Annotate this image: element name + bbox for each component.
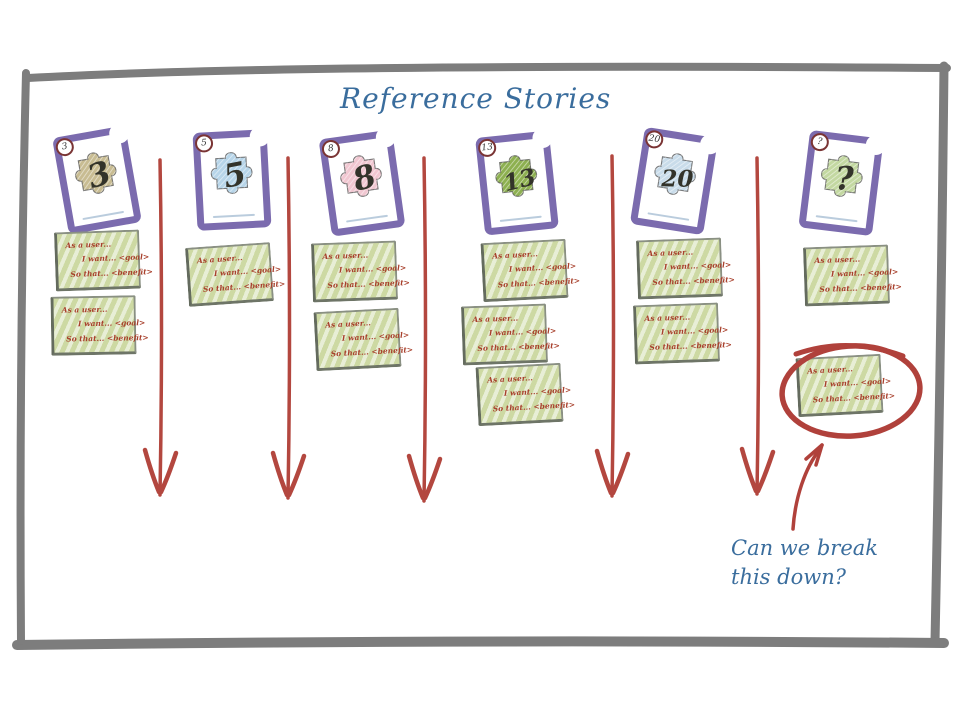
user-story-sticky-note: As a user... I want... <goal> So that...… (632, 302, 733, 365)
note-line-so-that: So that... <benefit> (492, 400, 576, 414)
note-line-i-want: I want... <goal> (77, 318, 146, 329)
note-line-so-that: So that... <benefit> (649, 340, 733, 352)
puzzle-piece-icon (210, 152, 253, 194)
card-corner-notch (107, 121, 131, 146)
user-story-sticky-note: As a user... I want... <goal> So that...… (50, 295, 149, 356)
note-line-i-want: I want... <goal> (488, 326, 557, 338)
puzzle-piece-icon (821, 155, 863, 197)
user-story-sticky-note: As a user... I want... <goal> So that...… (185, 242, 286, 307)
note-line-so-that: So that... <benefit> (477, 341, 561, 353)
planning-poker-card: 8 8 (318, 125, 406, 237)
annotation-note: Can we break this down? (731, 534, 878, 592)
puzzle-piece-icon (75, 152, 117, 194)
card-footer-text (499, 215, 542, 222)
note-line-so-that: So that... <benefit> (497, 276, 581, 290)
user-story-sticky-note: As a user... I want... <goal> So that...… (635, 237, 736, 300)
puzzle-piece-icon (495, 155, 538, 197)
planning-poker-card: 3 3 (52, 121, 142, 235)
note-line-so-that: So that... <benefit> (652, 275, 736, 287)
user-story-sticky-note: As a user... I want... <goal> So that...… (53, 229, 154, 292)
user-story-sticky-note: As a user... I want... <goal> So that...… (480, 238, 581, 303)
puzzle-number: 20 (661, 165, 694, 193)
user-story-sticky-note: As a user... I want... <goal> So that...… (802, 244, 903, 307)
card-footer-text (212, 213, 255, 219)
planning-poker-card: 20 20 (629, 126, 722, 236)
card-footer-text (346, 214, 388, 223)
puzzle-piece-icon (340, 155, 382, 197)
note-line-so-that: So that... <benefit> (70, 267, 154, 279)
annotation-line-2: this down? (731, 565, 846, 589)
user-story-sticky-note: As a user... I want... <goal> So that...… (475, 362, 576, 427)
user-story-sticky-note: As a user... I want... <goal> So that...… (313, 307, 414, 372)
note-line-i-want: I want... <goal> (830, 267, 899, 279)
card-footer-text (815, 215, 858, 223)
note-line-i-want: I want... <goal> (663, 260, 732, 272)
user-story-sticky-note: As a user... I want... <goal> So that...… (460, 303, 561, 366)
note-line-so-that: So that... <benefit> (330, 345, 414, 359)
card-footer-text (647, 212, 690, 221)
planning-poker-card: ? ? (798, 129, 888, 237)
note-line-so-that: So that... <benefit> (327, 278, 411, 290)
card-corner-notch (531, 127, 554, 150)
note-line-so-that: So that... <benefit> (812, 391, 896, 405)
user-story-sticky-note: As a user... I want... <goal> So that...… (795, 353, 896, 418)
annotation-line-1: Can we break (731, 536, 879, 560)
puzzle-piece-icon (654, 153, 696, 195)
note-line-so-that: So that... <benefit> (819, 282, 903, 294)
note-line-i-want: I want... <goal> (660, 325, 729, 337)
planning-poker-card: 5 5 (192, 125, 272, 231)
user-story-sticky-note: As a user... I want... <goal> So that...… (310, 240, 411, 303)
note-line-as-a-user: As a user... (61, 304, 108, 315)
card-footer-text (82, 210, 125, 221)
puzzle-number: ? (834, 159, 855, 198)
note-line-so-that: So that... <benefit> (66, 333, 149, 344)
page-title: Reference Stories (340, 82, 612, 115)
card-corner-notch (374, 125, 398, 149)
planning-poker-card: 13 13 (475, 127, 559, 236)
note-line-i-want: I want... <goal> (81, 252, 150, 264)
note-line-i-want: I want... <goal> (338, 263, 407, 275)
